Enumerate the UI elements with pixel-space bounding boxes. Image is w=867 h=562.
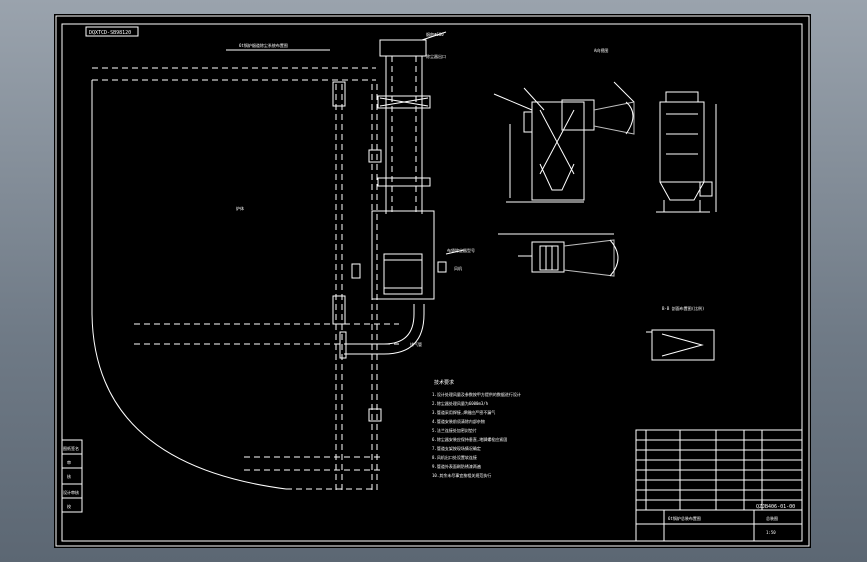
stamp-2: 审 bbox=[67, 459, 71, 465]
collector-frame bbox=[371, 210, 435, 300]
note-8: 8.风机出口处设置软连接 bbox=[432, 454, 477, 460]
view-b-label: B-B 剖面布置图(比例) bbox=[662, 305, 704, 311]
svg-text:除尘器出口: 除尘器出口 bbox=[426, 53, 446, 59]
code-box bbox=[85, 26, 139, 37]
stamp-5: 校 bbox=[67, 503, 71, 509]
svg-text:布袋除尘器型号: 布袋除尘器型号 bbox=[447, 247, 475, 253]
note-1: 1.设计处理风量及参数按甲方提供的数据进行设计 bbox=[432, 391, 521, 397]
stamp-1: 图纸签名 bbox=[63, 445, 79, 451]
notes-heading: 技术要求 bbox=[434, 379, 454, 386]
cad-viewport[interactable]: DQXTCD-SB98120 炉体 6t锅炉烟道除尘系统布置图 烟囱Φ600 除… bbox=[54, 14, 811, 548]
note-3: 3.管道采用焊接,焊缝应严密不漏气 bbox=[432, 409, 495, 415]
drawing-no: QZJB406-01-00 bbox=[756, 504, 795, 510]
stamp-3: 核 bbox=[67, 473, 71, 479]
cad-drawing: DQXTCD-SB98120 炉体 6t锅炉烟道除尘系统布置图 烟囱Φ600 除… bbox=[55, 15, 810, 547]
svg-text:烟囱Φ600: 烟囱Φ600 bbox=[426, 31, 444, 37]
chimney-cap bbox=[379, 39, 427, 57]
left-stamp bbox=[61, 439, 83, 513]
code-box-text: DQXTCD-SB98120 bbox=[89, 30, 131, 36]
note-7: 7.管道支架按现场情况确定 bbox=[432, 445, 481, 451]
title-block: 6t锅炉总装布置图 QZJB406-01-00 总装图 1:50 bbox=[635, 429, 803, 542]
notes-list: 1.设计处理风量及参数按甲方提供的数据进行设计 2.除尘器处理风量为6000m3… bbox=[432, 391, 521, 478]
note-5: 5.法兰连接处加密封垫片 bbox=[432, 427, 477, 433]
outer-frame bbox=[55, 15, 810, 547]
note-6: 6.除尘器安装应保持垂直,地脚螺栓应紧固 bbox=[432, 436, 507, 442]
view-a-label: A向视图 bbox=[594, 47, 608, 53]
svg-text:排气管: 排气管 bbox=[410, 341, 422, 347]
note-10: 10.其余未尽事宜按相关规范执行 bbox=[432, 472, 491, 478]
svg-text:风机: 风机 bbox=[454, 265, 462, 271]
tank-label: 炉体 bbox=[236, 205, 244, 211]
tank-outline bbox=[91, 80, 287, 490]
collector-box bbox=[383, 253, 423, 295]
note-2: 2.除尘器处理风量为6000m3/h bbox=[432, 400, 489, 406]
note-4: 4.管道安装前须清除内部杂物 bbox=[432, 418, 485, 424]
note-9: 9.管道外表面刷防锈漆两遍 bbox=[432, 463, 481, 469]
sheet-text: 总装图 bbox=[766, 515, 778, 521]
stamp-4: 设计审核 bbox=[63, 489, 79, 495]
inner-frame bbox=[61, 23, 803, 542]
scale-text: 1:50 bbox=[766, 530, 776, 535]
top-note: 6t锅炉烟道除尘系统布置图 bbox=[239, 42, 288, 48]
title-text: 6t锅炉总装布置图 bbox=[668, 515, 701, 521]
